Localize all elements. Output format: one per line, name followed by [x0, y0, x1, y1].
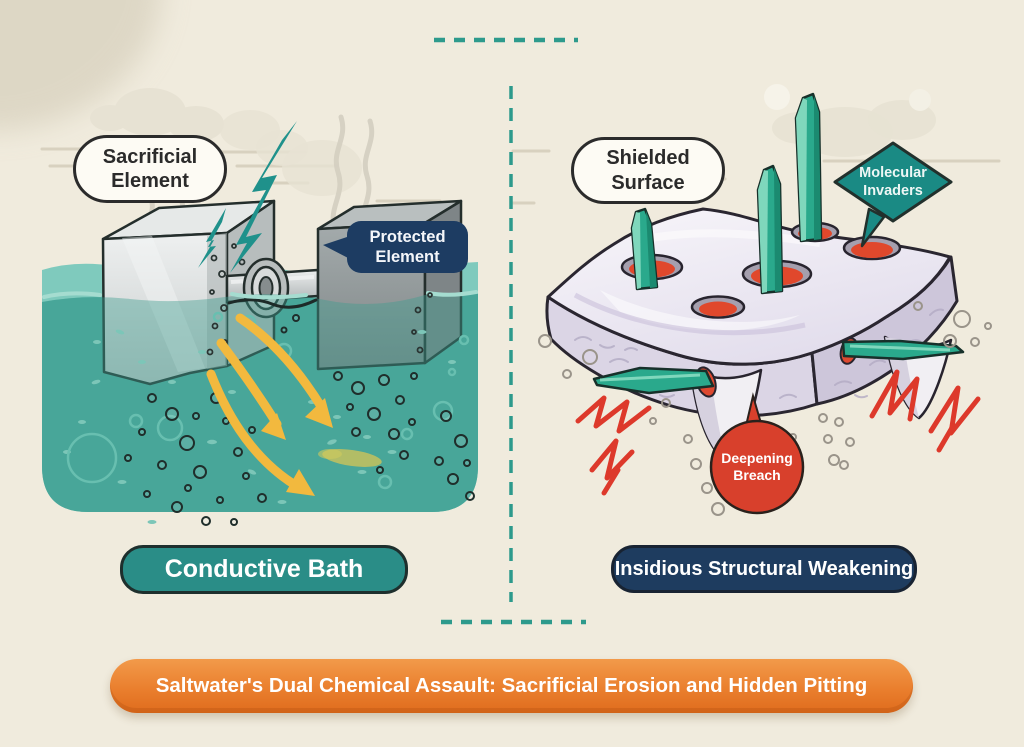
electron-flow-arrows — [206, 313, 382, 496]
crystal-shard — [756, 164, 784, 295]
shielded-surface-scene — [538, 92, 992, 516]
bubble-tail — [323, 236, 350, 259]
molecular-invaders-label: Molecular Invaders — [859, 164, 927, 199]
yellow-smudge — [318, 449, 382, 467]
deepening-breach-label: Deepening Breach — [721, 449, 793, 484]
shielded-surface-bubble: Shielded Surface — [571, 137, 725, 204]
sacrificial-element-label: Sacrificial Element — [102, 145, 198, 192]
pit-hole — [690, 295, 746, 319]
cloud-shapes — [90, 84, 936, 196]
insidious-weakening-caption: Insidious Structural Weakening — [611, 545, 917, 593]
slab-texture-squiggles — [574, 308, 944, 399]
impact-zigzags — [575, 369, 981, 496]
crystal-shard — [630, 207, 659, 291]
corrosion-bubbles — [124, 314, 475, 526]
shielded-surface-label: Shielded Surface — [606, 147, 690, 194]
deepening-breach-tag — [709, 392, 805, 515]
corrosion-specks — [206, 243, 433, 356]
divider-dashes — [434, 37, 586, 625]
footer-banner: Saltwater's Dual Chemical Assault: Sacri… — [110, 659, 913, 713]
pit-hole — [842, 235, 902, 261]
piercing-crystals — [592, 337, 965, 398]
protected-element-bubble: Protected Element — [323, 221, 468, 273]
crystal-invaders — [630, 92, 823, 295]
water-speckles — [63, 329, 456, 524]
molecular-invaders-tag — [833, 141, 953, 248]
crystal-shard — [794, 92, 823, 243]
conductive-bath-caption: Conductive Bath — [120, 545, 408, 594]
conductive-bath-scene — [42, 114, 478, 526]
protected-element-label: Protected Element — [369, 227, 446, 266]
sacrificial-element-bubble: Sacrificial Element — [73, 135, 227, 203]
lightning-bolt-icon — [198, 121, 297, 273]
